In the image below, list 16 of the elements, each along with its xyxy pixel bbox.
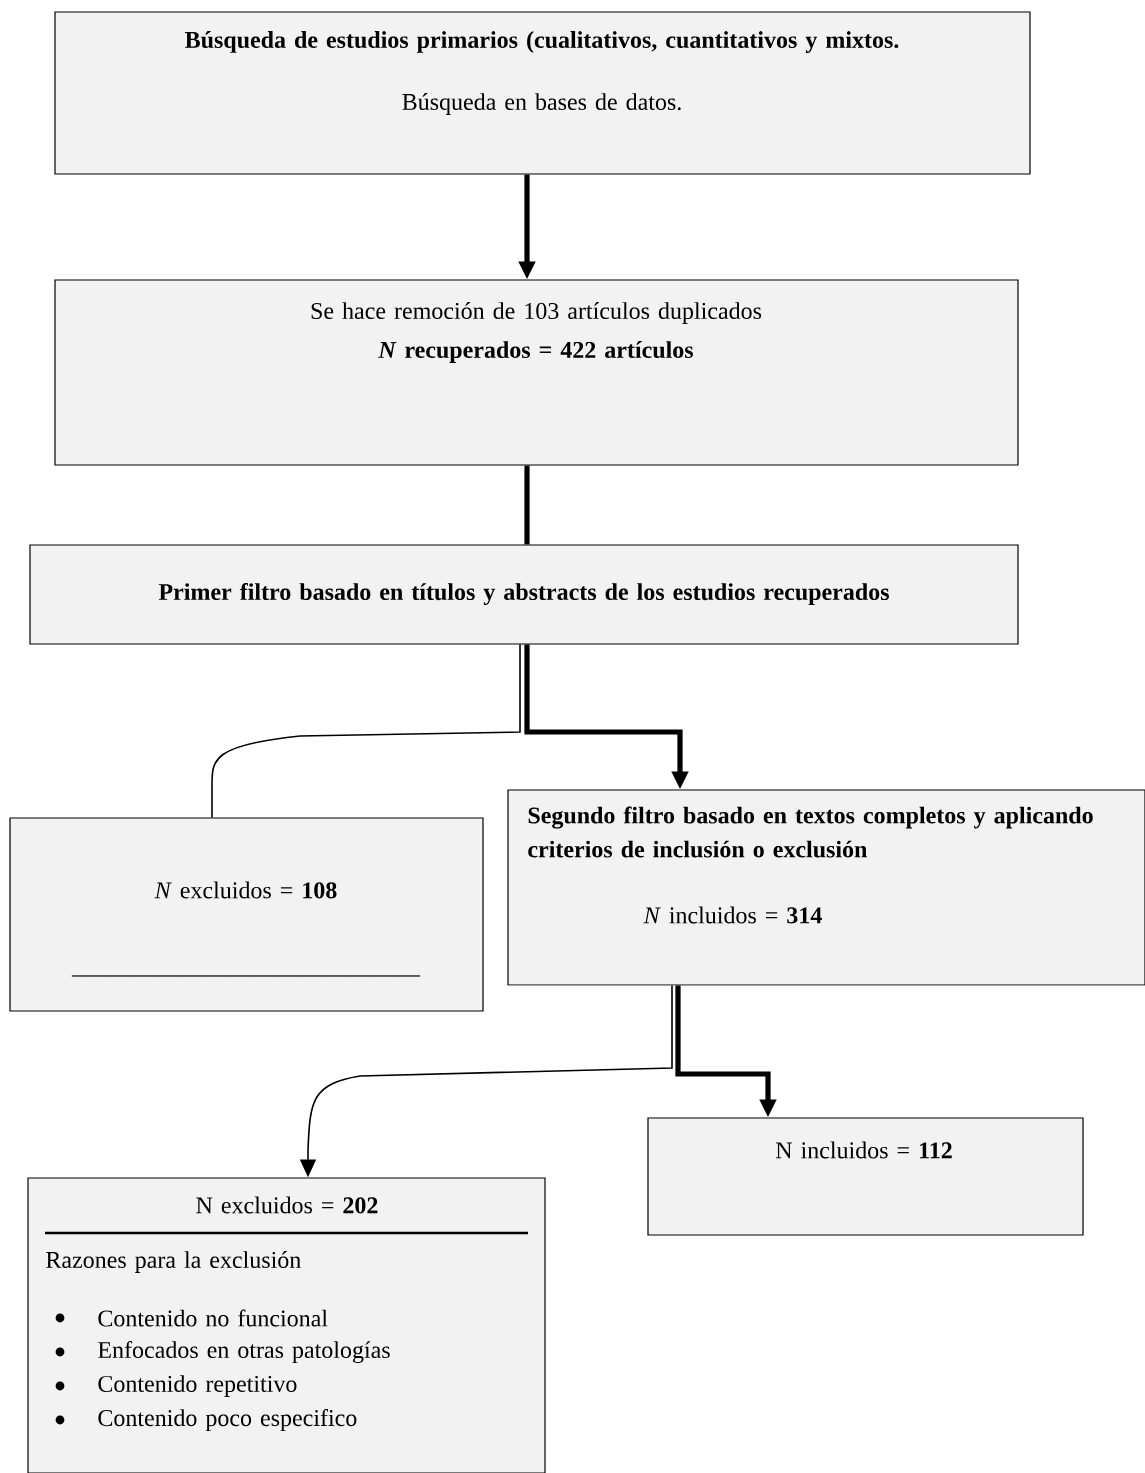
heading-text: Búsqueda de estudios primarios (cualitativos, cuantitativos y mixtos.	[185, 31, 899, 53]
body-text: Se hace remoción de 103 artículos duplicados	[311, 302, 762, 324]
body-text: Razones para la exclusión	[46, 1251, 301, 1273]
count-text: N incluidos = 112	[775, 1141, 952, 1159]
count-text: N excluidos = 108	[154, 881, 337, 899]
list-item: Contenido poco especifico	[98, 1409, 357, 1431]
count-text: N recuperados = 422 artículos	[378, 341, 694, 363]
heading-text: Segundo filtro basado en textos completos y aplicando criterios de inclusión o exclusión	[528, 806, 1093, 858]
list-item: Enfocados en otras patologías	[98, 1340, 390, 1364]
list-item: Contenido no funcional	[98, 1309, 328, 1327]
blank-line: _____________________________	[71, 975, 421, 977]
count-text: N excluidos = 202	[196, 1196, 378, 1214]
heading-text: Primer filtro basado en títulos y abstracts de los estudios recuperados	[158, 582, 889, 606]
count-text: N incluidos = 314	[643, 906, 822, 924]
list-item: Contenido repetitivo	[98, 1375, 297, 1397]
body-text: Búsqueda en bases de datos.	[402, 93, 681, 115]
